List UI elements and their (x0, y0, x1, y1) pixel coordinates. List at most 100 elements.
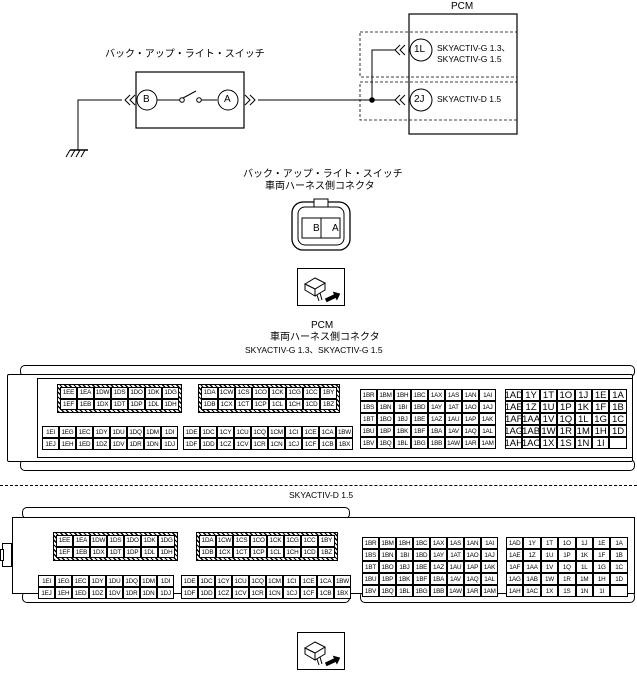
pin-cell: 1BJ (396, 561, 413, 573)
pin-cell: 1CU (234, 426, 251, 438)
pin-cell: 1BU (362, 573, 379, 585)
pin-cell: 1CF (300, 587, 317, 599)
pin-cell: 1J (574, 389, 592, 401)
pin-cell: 1CY (215, 575, 232, 587)
pin-cell: 1Z (523, 549, 541, 561)
pin-cell: 1BO (379, 561, 396, 573)
pin-cell: 1BD (413, 549, 430, 561)
pin-cell: 1AI (479, 389, 496, 401)
pin-cell: 1F (591, 401, 610, 413)
section-divider (0, 485, 637, 486)
pin-cell: 1AV (445, 425, 462, 437)
pin-cell: 1DQ (127, 426, 144, 438)
option-box-g (359, 31, 518, 78)
pcm-title: PCM (451, 1, 474, 12)
pin-cell: 1N (575, 585, 593, 597)
pin-1l-label: 1L (414, 44, 426, 55)
pin-cell: 1BM (377, 389, 394, 401)
pin-cell: 1AS (447, 537, 464, 549)
pin-cell: 1BR (360, 389, 377, 401)
pin-cell: 1AF (505, 413, 523, 425)
pin-cell: 1AM (481, 585, 498, 597)
pin-cell: 1BI (396, 549, 413, 561)
label-2j: SKYACTIV-D 1.5 (437, 94, 502, 104)
pin-cell: 1H (591, 425, 610, 437)
switch-title: バック・アップ・ライト・スイッチ (105, 49, 265, 60)
pin-cell: 1AI (481, 537, 498, 549)
pin-cell: 1I (592, 585, 611, 597)
pin-cell: 1M (574, 425, 592, 437)
pin-cell: 1CN (268, 438, 285, 450)
pin-cell: 1BQ (379, 585, 396, 597)
pin-cell: 1ED (76, 438, 93, 450)
pin-cell: 1DF (181, 587, 198, 599)
pin-cell: 1DU (110, 426, 127, 438)
pin-cell: 1S (557, 437, 575, 449)
pin-cell: 1AK (479, 413, 496, 425)
pin-cell: 1DJ (161, 438, 178, 450)
pin-cell: 1BB (428, 437, 445, 449)
pin-cell: 1DB (201, 398, 218, 410)
pin-cell: 1T (539, 389, 558, 401)
pin-cell: 1CH (286, 398, 303, 410)
pin-cell: 1AJ (479, 401, 496, 413)
pin-cell: 1CJ (283, 587, 300, 599)
pin-cell: 1DY (89, 575, 106, 587)
pin-cell: 1DD (200, 438, 217, 450)
pin-cell: 1AM (479, 437, 496, 449)
pin-cell: 1DM (144, 426, 161, 438)
label-1l-line1: SKYACTIV-G 1.3、 (437, 43, 511, 53)
pin-cell: 1U (540, 549, 559, 561)
pin-cell: 1DX (94, 398, 111, 410)
pin-cell: 1F (592, 549, 611, 561)
pin-cell: 1CT (233, 546, 250, 558)
pin-cell: 1H (592, 573, 611, 585)
pin-cell: 1CT (235, 398, 252, 410)
pin-cell: 1DE (183, 426, 200, 438)
chevron-left-switch (124, 94, 136, 106)
pin-cell: 1EE (56, 535, 73, 547)
pin-cell: 1BT (360, 413, 377, 425)
pin-cell: 1CC (303, 387, 320, 399)
plug-illustration-icon-2 (297, 632, 345, 670)
pin-cell: 1DT (107, 546, 124, 558)
pin-cell: 1DI (157, 575, 174, 587)
pin-cell: 1CO (252, 387, 269, 399)
pin-cell: 1A (609, 389, 627, 401)
pin-cell: 1BX (334, 587, 351, 599)
pin-cell: 1AN (462, 389, 479, 401)
pin-cell: 1Y (522, 389, 540, 401)
pin-cell: 1AK (481, 561, 498, 573)
pin-cell: 1BS (362, 549, 379, 561)
pin-cell: 1AX (430, 537, 447, 549)
pin-cell: 1L (575, 561, 593, 573)
pin-cell: 1BP (379, 573, 396, 585)
pin-cell: 1CD (301, 546, 318, 558)
pin-cell: 1P (557, 401, 575, 413)
pin-cell: 1DS (111, 387, 128, 399)
pin-cell: 1DX (90, 546, 107, 558)
pin-cell: 1EA (73, 535, 90, 547)
pin-cell: 1BZ (318, 546, 335, 558)
chevron-1l (394, 44, 406, 56)
pin-cell: 1AT (447, 549, 464, 561)
pin-cell: 1DV (110, 438, 127, 450)
pin-cell: 1AT (445, 401, 462, 413)
pin-cell: 1EH (55, 587, 72, 599)
pin-cell: 1G (592, 561, 611, 573)
pin-cell: 1DV (106, 587, 123, 599)
pin-cell: 1D (610, 573, 628, 585)
pin-cell: 1DK (141, 535, 158, 547)
pin-cell: 1BK (394, 425, 411, 437)
pin-cell: 1CQ (249, 575, 266, 587)
pin-cell: 1DN (144, 438, 161, 450)
pin-cell: 1CH (284, 546, 301, 558)
pin-cell: 1AJ (481, 549, 498, 561)
pin-2j-label: 2J (414, 94, 425, 105)
